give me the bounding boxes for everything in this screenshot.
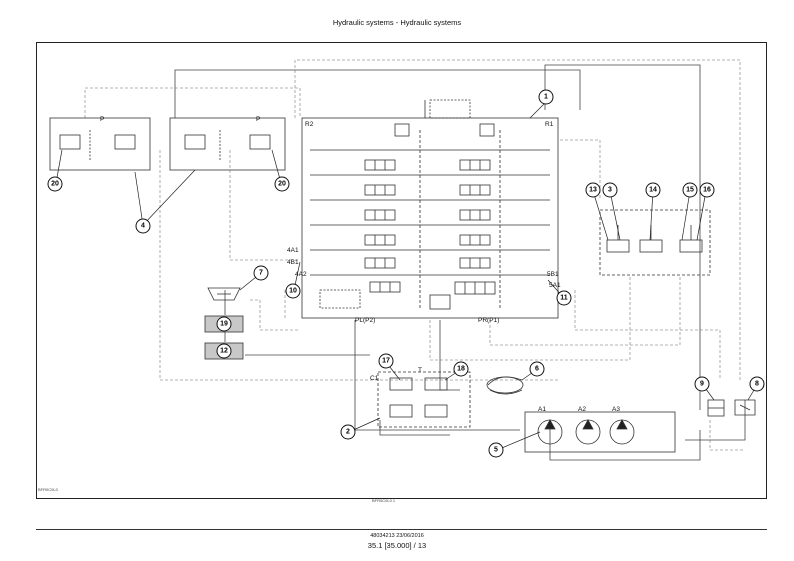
callout-15: 15 [682,182,698,198]
page-title: Hydraulic systems - Hydraulic systems [332,18,462,27]
svg-text:8: 8 [755,381,759,388]
port-labels: R2 R1 P P T 4A1 4B1 4A2 5B1 5A1 PL(P2) P… [100,116,620,413]
svg-text:1: 1 [544,94,548,101]
port-5b1: 5B1 [547,271,559,278]
callout-8: 8 [749,376,765,392]
svg-text:4: 4 [141,223,145,230]
document-line: 48034213 23/06/2016 [370,533,424,539]
callout-12: 12 [216,343,232,359]
callout-16: 16 [699,182,715,198]
svg-text:11: 11 [560,295,568,302]
svg-text:6: 6 [535,366,539,373]
svg-text:20: 20 [278,181,286,188]
callout-18: 18 [453,361,469,377]
callout-3: 3 [602,182,618,198]
svg-text:17: 17 [382,358,390,365]
port-5a1: 5A1 [549,282,561,289]
callout-19: 19 [216,316,232,332]
port-p-left: P [100,116,104,123]
footer-rule [36,529,767,530]
svg-text:13: 13 [589,187,597,194]
svg-text:18: 18 [457,366,465,373]
callout-14: 14 [645,182,661,198]
svg-text:20: 20 [51,181,59,188]
pump-group [524,411,676,453]
port-t: T [418,367,422,374]
callout-5: 5 [488,442,504,458]
svg-text:5: 5 [494,447,498,454]
port-4a1: 4A1 [287,247,299,254]
svg-text:19: 19 [220,321,228,328]
svg-text:9: 9 [700,381,704,388]
svg-text:14: 14 [649,187,657,194]
callout-13: 13 [585,182,601,198]
callout-2: 2 [340,424,356,440]
port-4a2: 4A2 [295,271,307,278]
svg-text:16: 16 [703,187,711,194]
right-pilot-block [599,209,711,276]
callout-20-right: 20 [274,176,290,192]
port-a2: A2 [578,406,586,413]
callout-7: 7 [253,265,269,281]
port-p-right: P [256,116,260,123]
svg-text:15: 15 [686,187,694,194]
drawing-id: BFR0C0L0 [38,487,58,492]
port-r1: R1 [545,121,554,128]
callout-4: 4 [135,218,151,234]
callout-17: 17 [378,353,394,369]
left-pilot-block [49,117,286,171]
solenoid-valve-assembly [377,371,471,428]
svg-text:2: 2 [346,429,350,436]
callout-20-left: 20 [47,176,63,192]
pilot-lines [84,59,745,451]
callout-6: 6 [529,361,545,377]
page-number: 35.1 [35.000] / 13 [367,541,427,550]
filter-and-check [707,399,756,417]
callout-10: 10 [285,283,301,299]
port-a3: A3 [612,406,620,413]
drawing-frame [36,42,767,499]
port-a1: A1 [538,406,546,413]
callout-leaders [55,102,758,451]
svg-text:7: 7 [259,270,263,277]
port-r2: R2 [305,121,314,128]
port-pl-p2: PL(P2) [355,317,375,324]
port-pr-p1: PR(P1) [478,317,499,324]
svg-text:12: 12 [220,348,228,355]
rotary-joint [486,376,524,395]
callout-1: 1 [538,89,554,105]
port-4b1: 4B1 [287,259,299,266]
callout-9: 9 [694,376,710,392]
svg-text:10: 10 [289,288,297,295]
port-c1: C1 [370,375,379,382]
callout-11: 11 [556,290,572,306]
svg-text:3: 3 [608,187,612,194]
sheet-mark: BFR0C0L0 1 [372,498,396,503]
main-control-valve [301,99,559,319]
